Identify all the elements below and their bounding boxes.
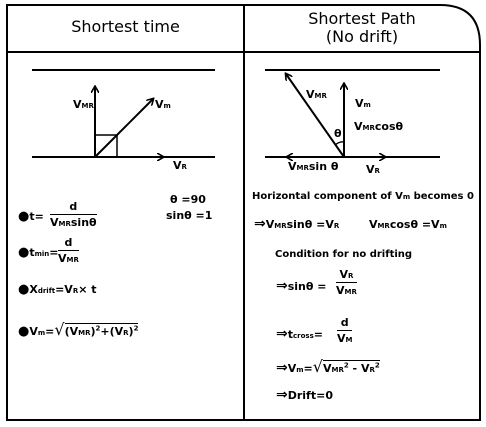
right-vector-diagram bbox=[265, 69, 440, 158]
horizontal-component-note: Horizontal component of Vm becomes 0 bbox=[252, 191, 474, 202]
left-label-vm: Vm bbox=[155, 98, 171, 111]
eq-vm-left: ●Vm=√(VMR)2+(VR)2 bbox=[18, 320, 139, 339]
eq-tmin-lhs: ●tmin= bbox=[18, 245, 59, 260]
eq-vm-right: ⇒Vm=√VMR2 - VR2 bbox=[276, 357, 380, 376]
right-theta-arc bbox=[334, 141, 345, 146]
right-label-vr: VR bbox=[366, 163, 380, 176]
eq-sin-lhs: ⇒sinθ = bbox=[276, 278, 327, 294]
eq-drift: ⇒Drift=0 bbox=[276, 387, 333, 403]
left-vm-vector bbox=[94, 99, 153, 158]
outer-border bbox=[6, 4, 481, 421]
theta-90-label: θ =90 bbox=[170, 193, 206, 206]
eq-tcross-lhs: ⇒tcross= bbox=[276, 326, 323, 342]
sin-theta-1-label: sinθ =1 bbox=[166, 209, 213, 222]
left-right-angle-box bbox=[94, 134, 118, 158]
condition-label: Condition for no drifting bbox=[275, 249, 413, 260]
left-label-vr: VR bbox=[173, 159, 187, 172]
right-header-line1: Shortest Path bbox=[308, 9, 416, 28]
left-vector-diagram bbox=[32, 69, 215, 158]
left-label-vmr: VMR bbox=[73, 98, 94, 111]
eq-tmin-fraction: d VMR bbox=[58, 236, 79, 265]
right-vmr-vector bbox=[286, 74, 345, 158]
right-label-vmr-cos: VMRcosθ bbox=[354, 120, 404, 133]
right-label-vmr-sin: VMRsin θ bbox=[288, 160, 339, 173]
right-label-vmr: VMR bbox=[306, 88, 327, 101]
eq-t-lhs: ●t= bbox=[18, 209, 44, 224]
right-label-theta: θ bbox=[334, 127, 342, 140]
eq-tcross-fraction: d VM bbox=[337, 316, 353, 345]
implies-row: ⇒VMRsinθ =VR VMRcosθ =Vm bbox=[254, 216, 447, 232]
right-label-vm: Vm bbox=[355, 97, 371, 110]
left-header: Shortest time bbox=[71, 17, 180, 36]
eq-t-fraction: d VMRsinθ bbox=[50, 200, 97, 229]
eq-xdrift: ●Xdrift=VR× t bbox=[18, 282, 97, 297]
eq-sin-fraction: VR VMR bbox=[336, 268, 357, 297]
right-header: Shortest Path (No drift) bbox=[244, 10, 480, 46]
right-header-line2: (No drift) bbox=[325, 27, 399, 46]
